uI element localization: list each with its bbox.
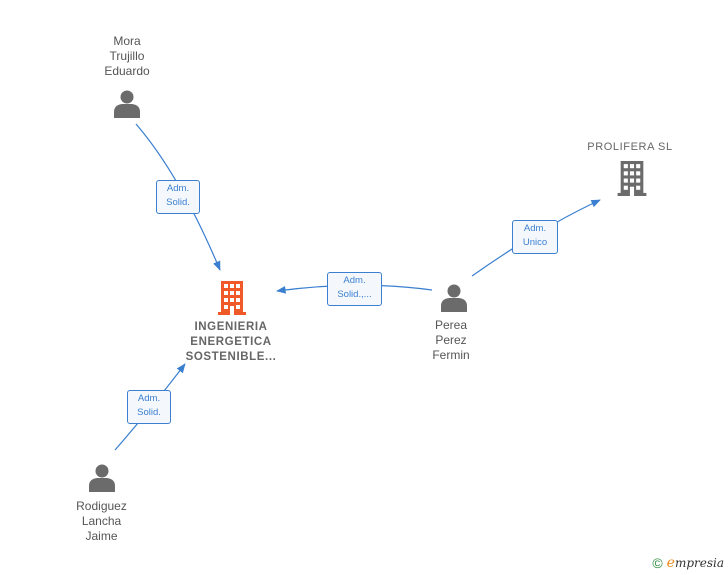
person-icon[interactable] (439, 282, 469, 312)
copyright-symbol: © (652, 555, 663, 571)
person-icon[interactable] (87, 462, 117, 492)
building-icon[interactable] (218, 281, 246, 315)
edge-label-mora-ingenieria[interactable]: Adm. Solid. (156, 180, 200, 214)
edge-label-perea-ingenieria[interactable]: Adm. Solid.,... (327, 272, 382, 306)
building-icon[interactable] (617, 161, 647, 196)
edge-label-rodiguez-ingenieria[interactable]: Adm. Solid. (127, 390, 171, 424)
company-label-ingenieria[interactable]: INGENIERIA ENERGETICA SOSTENIBLE... (185, 321, 277, 363)
person-icon[interactable] (112, 88, 142, 118)
person-label-perea[interactable]: Perea Perez Fermin (432, 318, 470, 362)
brand-watermark: © empresia (652, 555, 724, 571)
company-label-prolifera[interactable]: PROLIFERA SL (587, 141, 673, 153)
edge-label-perea-prolifera[interactable]: Adm. Unico (512, 220, 558, 254)
brand-logo: empresia (666, 555, 724, 571)
person-label-rodiguez[interactable]: Rodiguez Lancha Jaime (76, 499, 127, 543)
person-label-mora[interactable]: Mora Trujillo Eduardo (104, 34, 150, 78)
